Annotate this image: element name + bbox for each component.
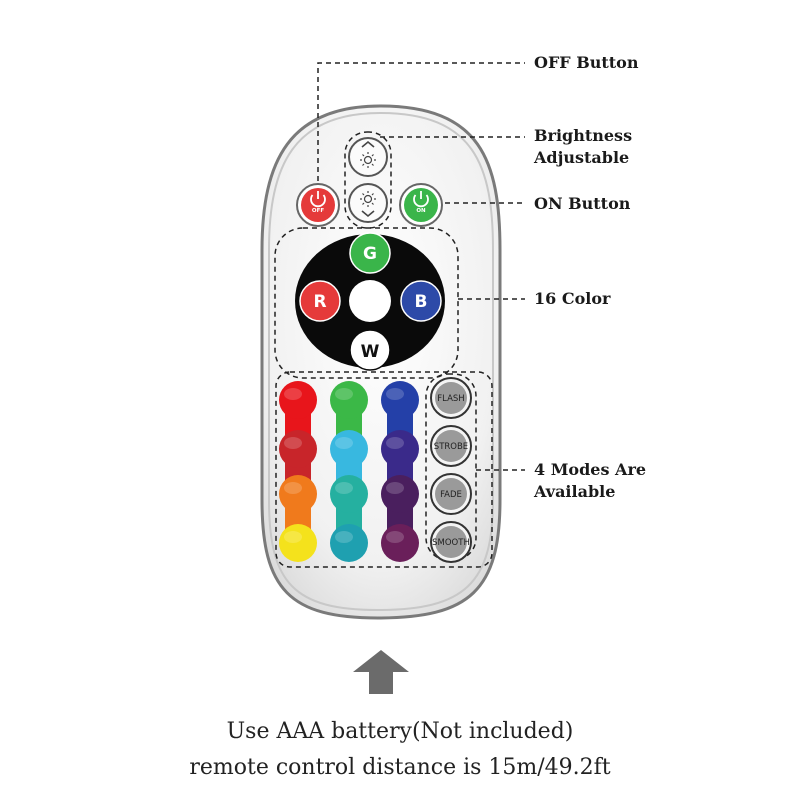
power-icon (413, 191, 429, 208)
dashed-group-grid (275, 371, 493, 568)
mode-button-smooth[interactable]: SMOOTH (430, 521, 472, 563)
callout-brightness: Brightness Adjustable (534, 125, 632, 169)
mode-button-face (435, 382, 467, 414)
brightness-down-icon (360, 191, 376, 218)
color-button-shine (284, 388, 302, 400)
leader-lines (317, 62, 525, 471)
mode-button-fade[interactable]: FADE (430, 473, 472, 515)
color-button-r2-c2[interactable] (330, 430, 368, 468)
caption-battery: Use AAA battery(Not included) (226, 719, 574, 744)
off-button-label: OFF (312, 208, 324, 214)
color-button-shine (386, 437, 404, 449)
mode-button-label: FADE (440, 490, 462, 500)
white-button-label: W (361, 342, 380, 362)
color-button-shine (386, 531, 404, 543)
color-grid (279, 381, 419, 562)
mode-button-label: STROBE (434, 442, 468, 452)
mode-button-strobe[interactable]: STROBE (430, 425, 472, 467)
blue-button-label: B (415, 292, 428, 312)
mode-button-face (435, 478, 467, 510)
brightness-up-button[interactable] (348, 137, 388, 177)
mode-button-flash[interactable]: FLASH (430, 377, 472, 419)
color-button-shine (284, 482, 302, 494)
dashed-group-color (274, 227, 459, 379)
color-button-r1-c1[interactable] (279, 381, 317, 419)
color-button-shine (335, 388, 353, 400)
power-icon (310, 191, 326, 208)
on-button[interactable]: ON (399, 183, 443, 227)
color-button-r2-c3[interactable] (381, 430, 419, 468)
callout-on-text: ON Button (534, 194, 631, 213)
brightness-down-button[interactable] (348, 183, 388, 223)
mode-buttons: FLASH STROBE FADE SMOOTH (430, 377, 472, 563)
color-button-r1-c3[interactable] (381, 381, 419, 419)
blue-button[interactable]: B (400, 280, 442, 322)
color-button-shine (335, 437, 353, 449)
color-button-shine (335, 531, 353, 543)
caption-distance: remote control distance is 15m/49.2ft (189, 755, 611, 780)
remote-body-inner (268, 111, 494, 612)
color-button-r2-c1[interactable] (279, 430, 317, 468)
callout-modes-line1: 4 Modes Are (534, 460, 647, 479)
color-button-r1-c2[interactable] (330, 381, 368, 419)
callout-on-button: ON Button (534, 193, 630, 215)
callout-16-color: 16 Color (534, 288, 610, 310)
green-button-label: G (363, 244, 377, 264)
color-button-r4-c2[interactable] (330, 524, 368, 562)
center-white-button[interactable] (349, 280, 391, 322)
mode-button-label: FLASH (437, 394, 464, 404)
brightness-up-icon (360, 140, 376, 168)
mode-button-face (435, 430, 467, 462)
callout-color-text: 16 Color (534, 289, 611, 308)
color-button-shine (284, 531, 302, 543)
mode-button-label: SMOOTH (432, 538, 470, 548)
color-button-shine (386, 482, 404, 494)
dashed-group-brightness (344, 131, 392, 229)
up-arrow-icon (353, 650, 409, 694)
color-button-r3-c1[interactable] (279, 475, 317, 513)
color-button-shine (335, 482, 353, 494)
off-button[interactable]: OFF (296, 183, 340, 227)
color-button-r4-c3[interactable] (381, 524, 419, 562)
callout-brightness-line2: Adjustable (534, 148, 630, 167)
color-button-r4-c1[interactable] (279, 524, 317, 562)
callout-off-button: OFF Button (534, 52, 638, 74)
red-button[interactable]: R (299, 280, 341, 322)
callout-off-text: OFF Button (534, 53, 639, 72)
color-button-shine (386, 388, 404, 400)
color-button-r3-c3[interactable] (381, 475, 419, 513)
white-button[interactable]: W (349, 329, 391, 371)
callout-modes-line2: Available (534, 482, 616, 501)
mode-button-face (435, 526, 467, 558)
green-button[interactable]: G (349, 232, 391, 274)
color-button-r3-c2[interactable] (330, 475, 368, 513)
on-button-label: ON (416, 208, 426, 214)
red-button-label: R (313, 292, 326, 312)
color-button-shine (284, 437, 302, 449)
leader-off (317, 62, 525, 190)
callout-brightness-line1: Brightness (534, 126, 633, 145)
callout-modes: 4 Modes Are Available (534, 459, 646, 503)
